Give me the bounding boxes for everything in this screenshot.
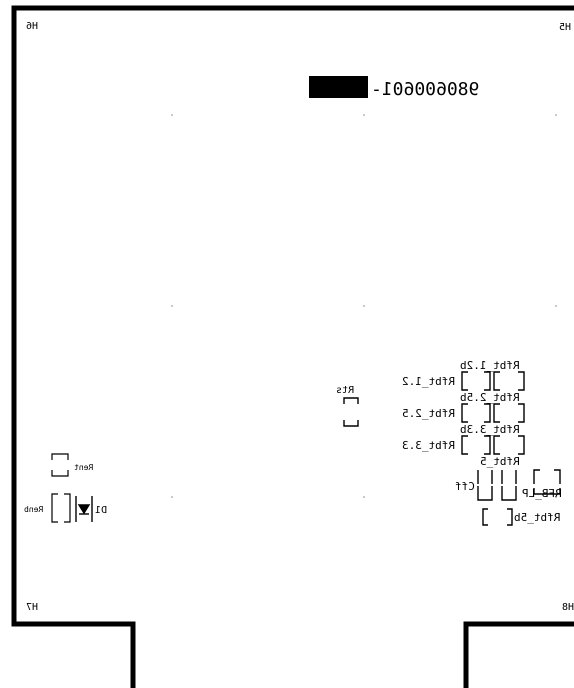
footprint-rfbt-1-2-b xyxy=(493,371,500,391)
label-rfbt-5b: Rfbt_5b xyxy=(514,511,560,524)
rts-footprint xyxy=(343,397,359,427)
feedback-resistor-group xyxy=(461,371,561,526)
label-rfb-lp: RFB_LP xyxy=(522,487,562,500)
label-rfbt-1-2: Rfbt_1.2 xyxy=(402,375,455,388)
footprint-rfbt-5b xyxy=(482,508,513,526)
footprint-rfbt-1-2b xyxy=(461,371,468,391)
footprint-rfbt-2-5b xyxy=(461,403,468,423)
footprint-rfbt-1-2-a xyxy=(484,371,491,391)
footprint-rfb-lp xyxy=(533,469,561,495)
label-d1: D1 xyxy=(95,505,107,516)
footprint-rfbt-5-b xyxy=(501,470,517,484)
board-outline xyxy=(11,5,574,688)
hole-label-h7: H7 xyxy=(26,602,38,613)
hole-label-h8: H8 xyxy=(562,602,574,613)
footprint-rfbt-1-2-c xyxy=(518,371,525,391)
footprint-rfbt-3-3-b xyxy=(493,435,500,455)
footprint-rfbt-2-5-a xyxy=(484,403,491,423)
label-rfbt-3-3b: Rfbt_3.3b xyxy=(460,423,520,436)
label-rfbt-3-3: Rfbt_3.3 xyxy=(402,439,455,452)
footprint-rfbt-3-3-c xyxy=(518,435,525,455)
label-rfbt-5: Rfbt_5 xyxy=(480,455,520,468)
grid-dots xyxy=(171,114,557,498)
label-rfbt-1-2b: Rfbt_1.2b xyxy=(460,359,520,372)
renb-footprint xyxy=(51,493,71,523)
label-rts: Rts xyxy=(336,385,354,396)
footprint-rfbt-2-5-c xyxy=(518,403,525,423)
label-rfbt-2-5: Rfbt_2.5 xyxy=(402,407,455,420)
d1-footprint xyxy=(75,496,93,522)
footprint-cff-b xyxy=(501,486,517,501)
footprint-rfbt-5-a xyxy=(477,470,493,484)
label-rent: Rent xyxy=(74,463,93,472)
footprint-rfbt-3-3-a xyxy=(484,435,491,455)
hole-label-h6: H6 xyxy=(26,21,38,32)
hole-label-h5: H5 xyxy=(559,22,571,33)
footprint-rfbt-3-3b xyxy=(461,435,468,455)
rent-footprint xyxy=(51,453,69,477)
footprint-rfbt-2-5-b xyxy=(493,403,500,423)
footprint-cff-a xyxy=(477,486,493,501)
label-renb: Renb xyxy=(24,505,43,514)
part-number-label: 980600601- xyxy=(371,79,479,100)
label-rfbt-2-5b: Rfbt_2.5b xyxy=(460,391,520,404)
part-number-block xyxy=(309,76,368,98)
label-cff: Cff xyxy=(455,480,475,493)
